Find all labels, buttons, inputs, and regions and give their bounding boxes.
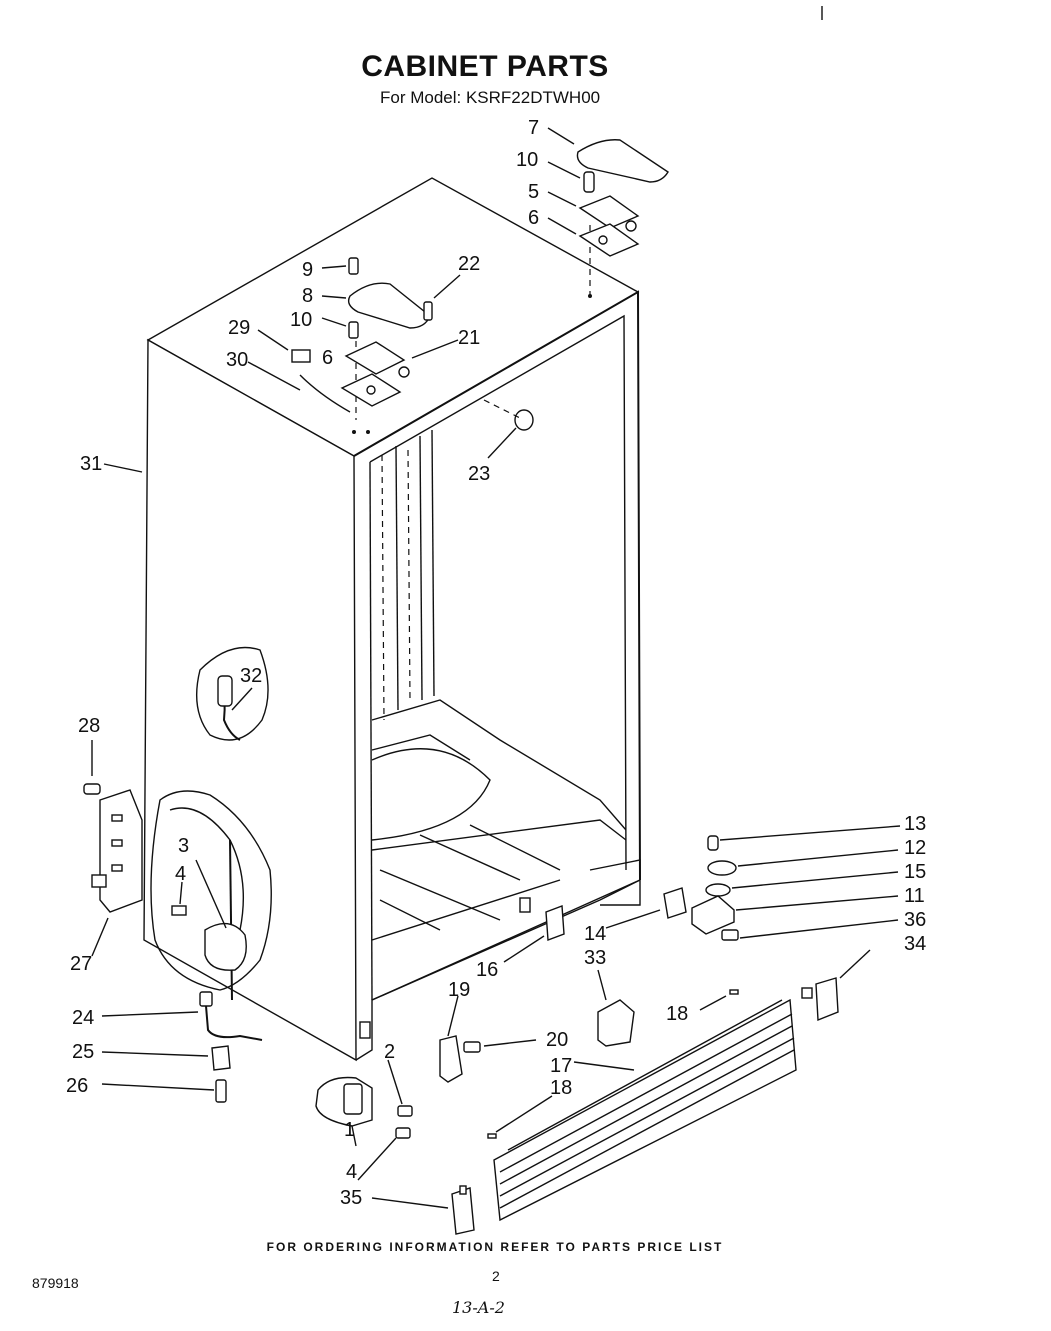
callout-35: 35 xyxy=(340,1187,362,1209)
cabinet-left-side xyxy=(143,338,357,1062)
callout-21: 21 xyxy=(458,327,480,349)
bottom-hinge xyxy=(315,1076,413,1139)
callout-labels: 1 2 3 4 4 5 6 6 7 8 9 10 10 11 12 13 14 … xyxy=(66,117,926,1209)
callout-1: 1 xyxy=(344,1119,355,1141)
callout-36: 36 xyxy=(904,909,926,931)
toe-grille xyxy=(451,977,839,1235)
callout-15: 15 xyxy=(904,861,926,883)
cutaway-defrost-drain xyxy=(150,790,272,1001)
callout-2: 2 xyxy=(384,1041,395,1063)
callout-4a: 4 xyxy=(175,863,186,885)
callout-32: 32 xyxy=(240,665,262,687)
callout-31: 31 xyxy=(80,453,102,475)
bottom-hinge-right xyxy=(545,835,739,941)
callout-6b: 6 xyxy=(322,347,333,369)
model-subtitle: For Model: KSRF22DTWH00 xyxy=(380,88,601,107)
handwritten-note: 13-A-2 xyxy=(452,1298,505,1317)
callout-10b: 10 xyxy=(290,309,312,331)
bracket-19 xyxy=(439,1035,481,1083)
callout-19: 19 xyxy=(448,979,470,1001)
callout-12: 12 xyxy=(904,837,926,859)
top-hinge-right xyxy=(576,139,669,257)
bracket-27 xyxy=(83,783,143,913)
callout-30: 30 xyxy=(226,349,248,371)
page-title: CABINET PARTS xyxy=(361,50,609,83)
callout-3: 3 xyxy=(178,835,189,857)
callout-24: 24 xyxy=(72,1007,94,1029)
callout-23: 23 xyxy=(468,463,490,485)
callout-7: 7 xyxy=(528,117,539,139)
callout-26: 26 xyxy=(66,1075,88,1097)
leader-lines xyxy=(91,127,901,1209)
cutaway-tubing xyxy=(195,646,269,741)
callout-14: 14 xyxy=(584,923,606,945)
callout-18b: 18 xyxy=(550,1077,572,1099)
callout-5: 5 xyxy=(528,181,539,203)
callout-22: 22 xyxy=(458,253,480,275)
callout-9: 9 xyxy=(302,259,313,281)
cabinet-front-frame xyxy=(353,290,641,881)
page-number: 2 xyxy=(492,1268,500,1284)
document-number: 879918 xyxy=(32,1275,79,1291)
callout-33: 33 xyxy=(584,947,606,969)
callout-4b: 4 xyxy=(346,1161,357,1183)
callout-27: 27 xyxy=(70,953,92,975)
callout-8: 8 xyxy=(302,285,313,307)
callout-16: 16 xyxy=(476,959,498,981)
callout-28: 28 xyxy=(78,715,100,737)
callout-10a: 10 xyxy=(516,149,538,171)
callout-18a: 18 xyxy=(666,1003,688,1025)
top-hinge-center xyxy=(291,257,433,413)
tube-parts-24-26 xyxy=(199,991,263,1103)
callout-13: 13 xyxy=(904,813,926,835)
callout-29: 29 xyxy=(228,317,250,339)
callout-11: 11 xyxy=(904,885,925,907)
callout-25: 25 xyxy=(72,1041,94,1063)
callout-34: 34 xyxy=(904,933,926,955)
callout-6a: 6 xyxy=(528,207,539,229)
callout-20: 20 xyxy=(546,1029,568,1051)
ordering-note: FOR ORDERING INFORMATION REFER TO PARTS … xyxy=(266,1240,724,1254)
callout-17: 17 xyxy=(550,1055,572,1077)
